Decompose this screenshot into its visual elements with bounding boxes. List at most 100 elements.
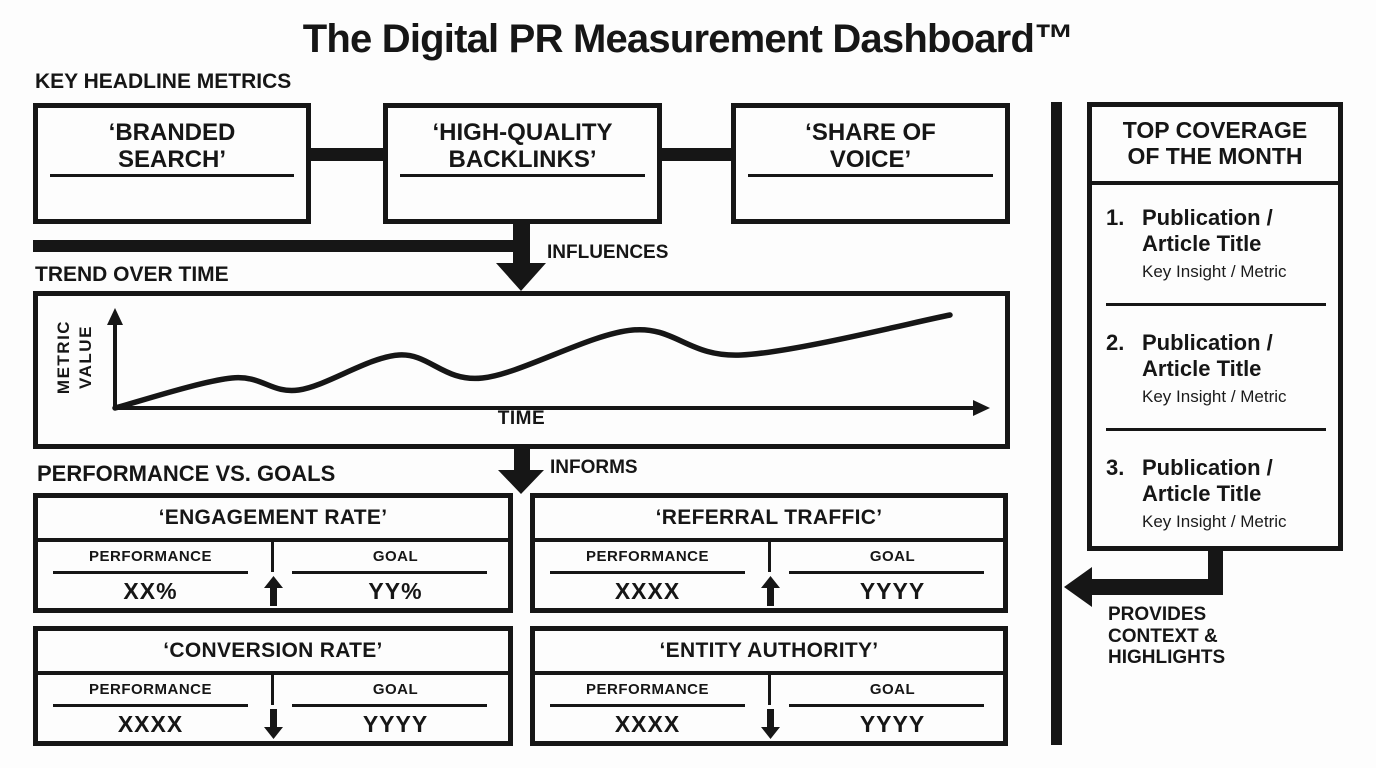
goal-label: GOAL [372,548,419,565]
performance-value: XXXX [117,711,184,737]
goal-card-conversion-rate: ‘CONVERSION RATE’ PERFORMANCE XXXX GOAL … [33,626,513,746]
performance-value: XXXX [614,578,681,604]
underline [53,704,248,707]
provides-label: PROVIDES CONTEXT & HIGHLIGHTS [1108,604,1226,668]
goal-card-referral-traffic: ‘REFERRAL TRAFFIC’ PERFORMANCE XXXX GOAL… [530,493,1008,613]
metric-title: ‘BRANDED SEARCH’ [108,119,236,173]
blank-underline [400,174,645,177]
goal-value: YYYY [859,578,926,604]
metric-box-share-of-voice: ‘SHARE OF VOICE’ [731,103,1010,224]
item-number: 2. [1106,330,1125,355]
coverage-title: TOP COVERAGE OF THE MONTH [1122,117,1308,169]
underline [789,571,984,574]
provides-arrow-head-icon [1064,567,1092,607]
metric-title: ‘HIGH-QUALITY BACKLINKS’ [432,119,613,173]
divider [535,671,1003,675]
performance-label: PERFORMANCE [585,681,709,698]
item-title: Publication / Article Title [1142,455,1273,506]
blank-underline [748,174,993,177]
item-number: 3. [1106,455,1125,480]
item-number: 1. [1106,205,1125,230]
item-title: Publication / Article Title [1142,205,1273,256]
goal-label: GOAL [372,681,419,698]
performance-value: XXXX [614,711,681,737]
goal-value: YY% [368,578,423,604]
goal-label: GOAL [869,681,916,698]
informs-arrow-shaft [514,446,530,472]
center-tick [768,542,771,572]
trend-chart-box: METRIC VALUE TIME [33,291,1010,449]
performance-value: XX% [123,578,178,604]
performance-label: PERFORMANCE [88,548,212,565]
underline [292,704,487,707]
vertical-divider [1051,102,1062,745]
y-axis-label: METRIC VALUE [54,319,95,395]
goal-card-body: PERFORMANCE XXXX GOAL YYYY [535,542,1003,608]
coverage-item: 1. Publication / Article Title Key Insig… [1106,205,1326,282]
section-label-key-headline-metrics: KEY HEADLINE METRICS [35,70,292,93]
performance-label: PERFORMANCE [88,681,212,698]
y-axis-arrowhead-icon [107,308,123,325]
trend-line-chart [107,308,990,416]
influences-arrow-shaft [513,224,530,264]
informs-arrow-head-icon [498,470,544,494]
metric-box-high-quality-backlinks: ‘HIGH-QUALITY BACKLINKS’ [383,103,662,224]
page-title: The Digital PR Measurement Dashboard™ [302,17,1074,61]
divider [1106,428,1326,431]
performance-label: PERFORMANCE [585,548,709,565]
goal-card-title: ‘ENGAGEMENT RATE’ [158,506,388,529]
section-label-trend-over-time: TREND OVER TIME [35,263,229,286]
coverage-list: 1. Publication / Article Title Key Insig… [1092,205,1338,532]
underline [789,704,984,707]
influences-arrow-head-icon [496,263,546,291]
item-title: Publication / Article Title [1142,330,1273,381]
underline [550,571,745,574]
divider [535,538,1003,542]
goal-value: YYYY [362,711,429,737]
coverage-item: 3. Publication / Article Title Key Insig… [1106,455,1326,532]
goal-card-title: ‘ENTITY AUTHORITY’ [659,639,879,662]
divider [1092,181,1338,185]
trend-up-icon [264,576,283,606]
goal-card-engagement-rate: ‘ENGAGEMENT RATE’ PERFORMANCE XX% GOAL Y… [33,493,513,613]
underline [292,571,487,574]
item-insight: Key Insight / Metric [1142,387,1287,406]
goal-label: GOAL [869,548,916,565]
goal-card-body: PERFORMANCE XX% GOAL YY% [38,542,508,608]
x-axis-label: TIME [497,408,546,429]
informs-label: INFORMS [550,457,638,478]
goal-card-body: PERFORMANCE XXXX GOAL YYYY [38,675,508,741]
center-tick [768,675,771,705]
influences-label: INFLUENCES [547,242,669,263]
trend-down-icon [761,709,780,739]
underline [53,571,248,574]
metric-title: ‘SHARE OF VOICE’ [805,119,936,173]
divider [38,538,508,542]
divider [38,671,508,675]
connector-line [308,148,386,161]
goal-card-title: ‘REFERRAL TRAFFIC’ [655,506,883,529]
trend-down-icon [264,709,283,739]
x-axis-arrowhead-icon [973,400,990,416]
goal-card-entity-authority: ‘ENTITY AUTHORITY’ PERFORMANCE XXXX GOAL… [530,626,1008,746]
trend-up-icon [761,576,780,606]
goal-value: YYYY [859,711,926,737]
goal-card-body: PERFORMANCE XXXX GOAL YYYY [535,675,1003,741]
section-label-performance-vs-goals: PERFORMANCE VS. GOALS [37,461,336,486]
center-tick [271,675,274,705]
underline [550,704,745,707]
flow-bar [33,240,513,252]
coverage-item: 2. Publication / Article Title Key Insig… [1106,330,1326,407]
goal-card-title: ‘CONVERSION RATE’ [163,639,383,662]
divider [1106,303,1326,306]
center-tick [271,542,274,572]
top-coverage-panel: TOP COVERAGE OF THE MONTH 1. Publication… [1087,102,1343,551]
connector-line [659,148,734,161]
item-insight: Key Insight / Metric [1142,262,1287,281]
blank-underline [50,174,294,177]
provides-arrow-bar [1092,579,1223,595]
item-insight: Key Insight / Metric [1142,512,1287,531]
provides-arrow-stub [1208,549,1223,581]
metric-box-branded-search: ‘BRANDED SEARCH’ [33,103,311,224]
